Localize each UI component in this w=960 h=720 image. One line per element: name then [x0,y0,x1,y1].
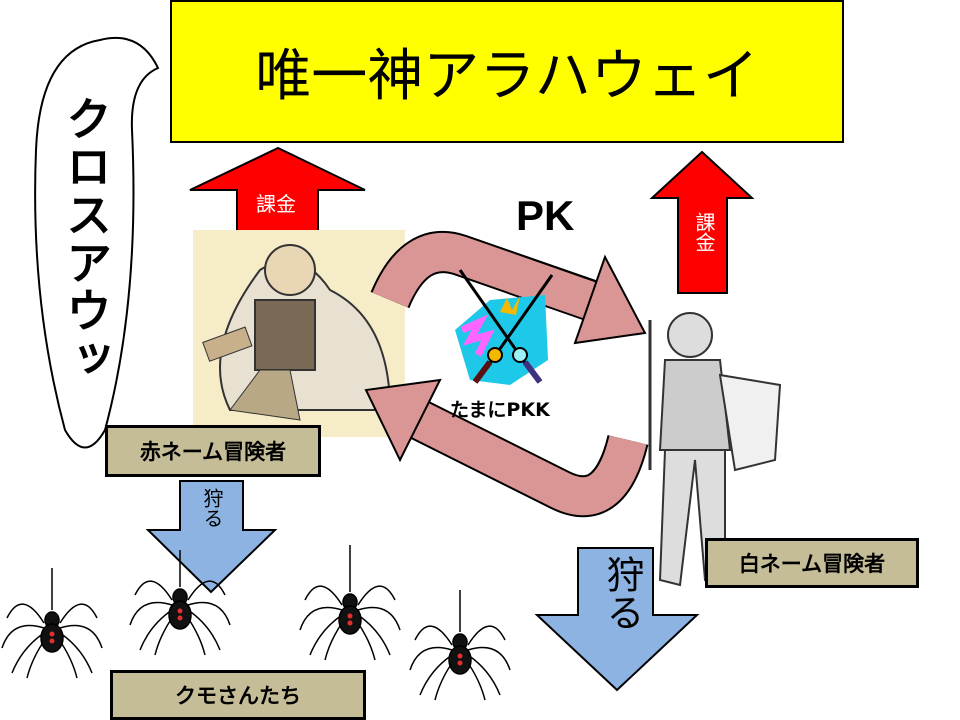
red-name-adventurer-illustration [193,230,405,437]
speech-bubble [34,36,160,449]
white-name-adventurer-text: 白ネーム冒険者 [738,552,886,576]
pkk-arrow [364,378,649,518]
charge-arrow-left [189,146,366,233]
hunt-arrow-small [145,480,278,594]
deity-title: 唯一神アラハウェイ [255,44,759,109]
pkk-label: たまにPKK [450,399,550,421]
charge-label-left: 課金 [256,192,296,216]
hunt-arrow-large [534,547,700,692]
crossed-swords-icon [455,269,554,385]
charge-arrow-right [649,150,755,294]
speech-bubble-text: クロスアウッ [59,95,113,383]
charge-label-right: 課金 [692,212,716,252]
hunt-label-small: 狩る [200,488,224,528]
red-name-adventurer-text: 赤ネーム冒険者 [139,440,287,464]
deity-title-box: 唯一神アラハウェイ [170,0,844,143]
pk-label: PK [516,192,575,239]
white-name-adventurer-illustration [648,312,782,587]
spiders-label: クモさんたち [110,670,366,720]
red-name-adventurer-label: 赤ネーム冒険者 [105,425,321,477]
hunt-label-large: 狩る [600,555,644,631]
spiders-text: クモさんたち [175,684,301,708]
pk-arrow [370,231,647,345]
spider-illustrations [1,545,511,701]
white-name-adventurer-label: 白ネーム冒険者 [705,538,919,588]
